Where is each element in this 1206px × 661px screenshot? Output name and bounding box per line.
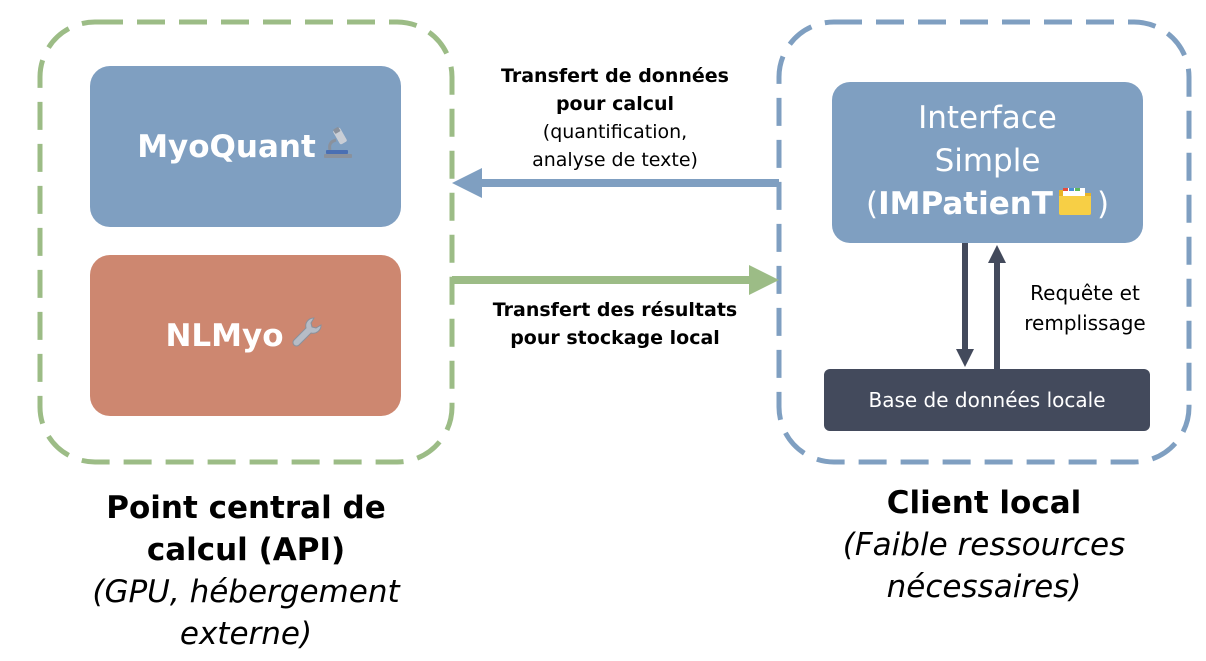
to-server-label: Transfert de données pour calcul (quanti… (500, 65, 729, 171)
interface-box: Interface Simple (IMPatienT ) (832, 82, 1143, 243)
arrow-interface-to-db (956, 243, 974, 367)
myoquant-box: MyoQuant (90, 66, 401, 227)
interface-line3: (IMPatienT ) (866, 183, 1109, 228)
local-database-box: Base de données locale (824, 369, 1150, 431)
interface-line1: Interface (918, 100, 1057, 137)
request-label: Requête et remplissage (1024, 281, 1146, 335)
server-subtitle-line1: (GPU, hébergement (92, 574, 400, 610)
microscope-icon (322, 126, 354, 168)
local-database-label: Base de données locale (868, 388, 1106, 412)
client-subtitle-line1: (Faible ressources (842, 527, 1126, 563)
server-title-line1: Point central de (106, 490, 386, 526)
nlmyo-box: NLMyo (90, 255, 401, 416)
myoquant-label: MyoQuant (137, 128, 316, 165)
arrow-to-client (452, 265, 779, 295)
arrow-db-to-interface (988, 245, 1006, 369)
client-title: Client local (886, 485, 1082, 521)
wrench-icon (290, 314, 326, 358)
server-subtitle-line2: externe) (179, 616, 313, 652)
client-caption: Client local (Faible ressources nécessai… (779, 482, 1189, 608)
client-container (776, 19, 1192, 465)
client-subtitle-line2: nécessaires) (886, 569, 1082, 605)
server-container (37, 19, 455, 465)
server-caption: Point central de calcul (API) (GPU, hébe… (40, 487, 452, 655)
folder-icon (1057, 184, 1093, 228)
server-title-line2: calcul (API) (146, 532, 346, 568)
interface-line2: Simple (934, 143, 1041, 180)
nlmyo-label: NLMyo (165, 317, 284, 354)
arrow-to-server (452, 168, 779, 198)
to-client-label: Transfert des résultats pour stockage lo… (492, 299, 738, 349)
impatient-label: IMPatienT (878, 186, 1053, 223)
